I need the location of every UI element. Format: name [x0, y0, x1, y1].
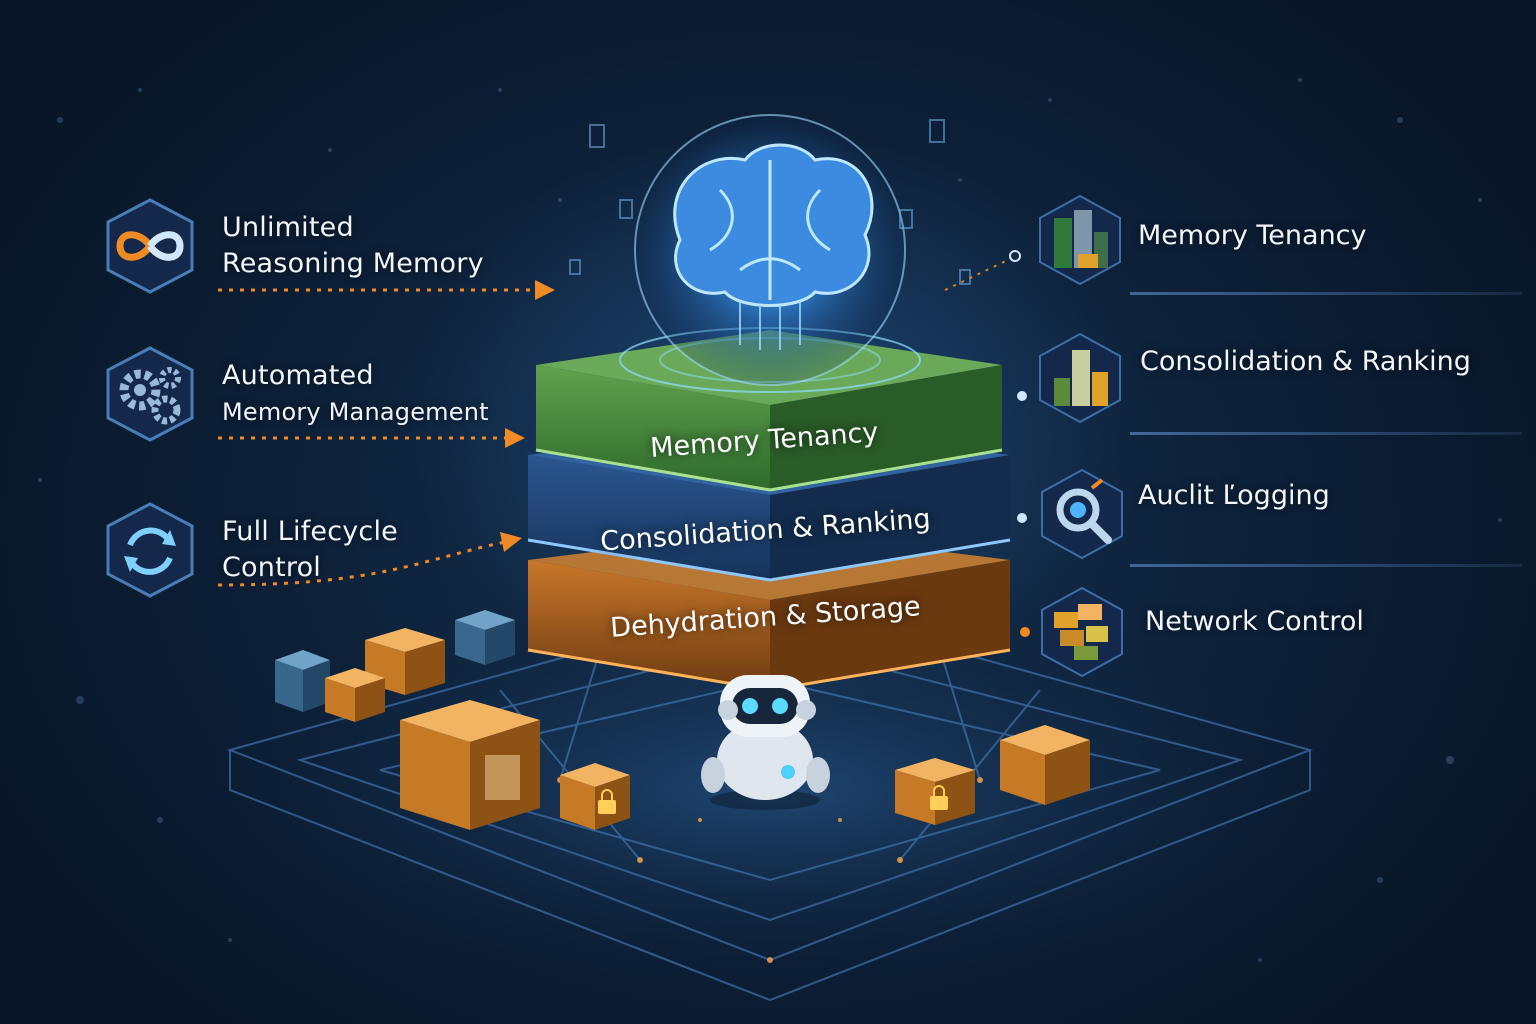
right-label-network-control: Network Control — [1145, 606, 1364, 637]
feature-unlimited-reasoning-memory: Unlimited Reasoning Memory — [100, 196, 484, 296]
data-cube-orange-mid-left — [325, 668, 385, 722]
data-cube-blue-left — [275, 610, 515, 712]
right-connectors — [944, 257, 1013, 291]
feature-2-line1: Automated — [222, 360, 374, 391]
server-stack-icon — [1032, 192, 1128, 288]
right-label-consolidation-ranking: Consolidation & Ranking — [1140, 346, 1471, 377]
cycle-icon — [100, 500, 200, 600]
feature-3-line2: Control — [222, 552, 321, 583]
right-label-audit-logging: Auclit Ľogging — [1138, 480, 1330, 511]
feature-1-line2: Reasoning Memory — [222, 248, 484, 279]
ranking-blocks-icon — [1032, 330, 1128, 426]
arrow-head-2 — [505, 428, 525, 448]
feature-2-line2: Memory Management — [222, 398, 489, 426]
data-cube-right — [1000, 725, 1090, 805]
feature-automated-memory-management: Automated Memory Management — [100, 344, 489, 444]
feature-full-lifecycle-control: Full Lifecycle Control — [100, 500, 398, 600]
network-blocks-icon — [1034, 584, 1130, 680]
gears-icon — [100, 344, 200, 444]
data-cube-small-left — [365, 628, 445, 695]
arrow-head-1 — [535, 280, 555, 300]
robot-mascot — [701, 675, 830, 810]
divider-1 — [1130, 292, 1522, 295]
data-cube-large-left — [400, 700, 540, 830]
lock-box-right — [895, 758, 975, 825]
brain-sphere — [634, 114, 906, 386]
divider-2 — [1130, 432, 1522, 435]
lock-box-left — [560, 763, 630, 830]
divider-3 — [1130, 564, 1522, 567]
right-label-memory-tenancy: Memory Tenancy — [1138, 220, 1367, 251]
left-connectors — [217, 288, 535, 587]
circuit-floor — [226, 598, 1314, 1002]
feature-1-line1: Unlimited — [222, 212, 354, 243]
infinity-icon — [100, 196, 200, 296]
feature-3-line1: Full Lifecycle — [222, 516, 398, 547]
arrow-head-3 — [500, 532, 522, 552]
magnifier-icon — [1034, 466, 1130, 562]
